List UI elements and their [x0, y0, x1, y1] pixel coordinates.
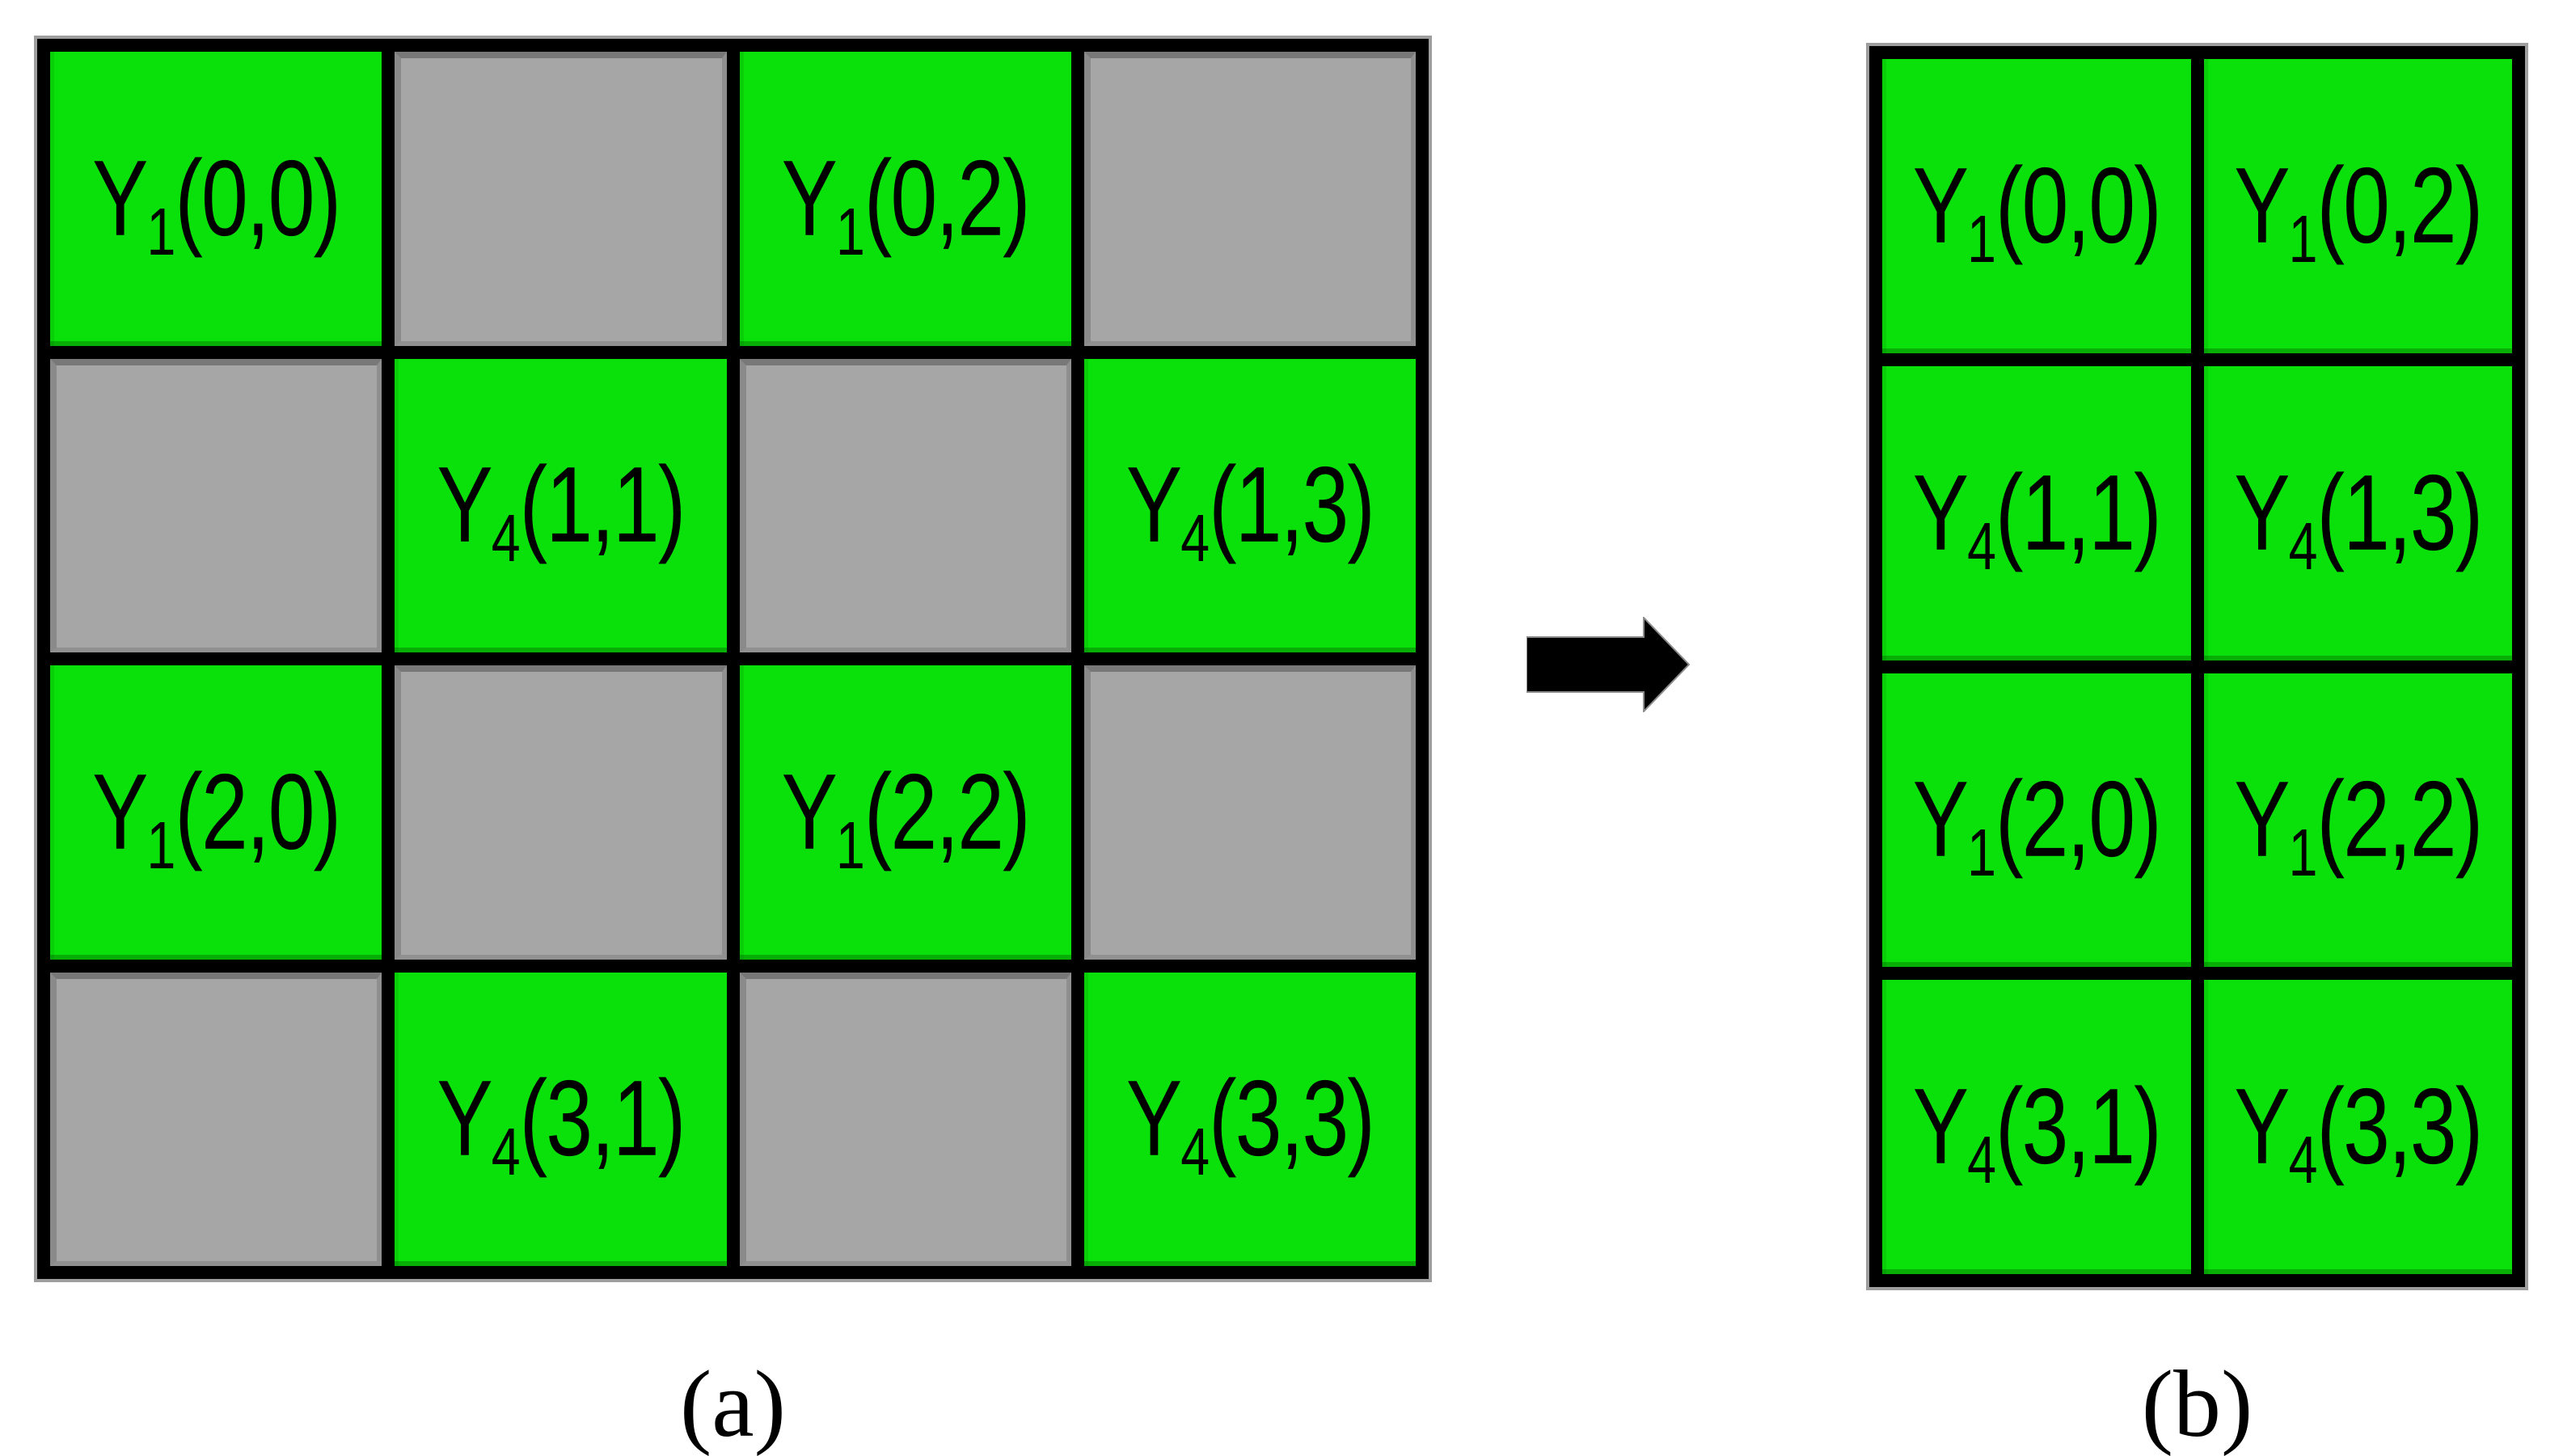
cell-label-subscript: 4: [491, 501, 521, 576]
cell-label-subscript: 4: [2288, 509, 2318, 585]
cell-label-subscript: 1: [1967, 202, 1996, 277]
panel-a-caption: (a): [680, 1351, 786, 1456]
right-arrow-icon: [1526, 617, 1690, 712]
cell-label-subscript: 1: [835, 808, 865, 884]
cell-label: Y1(2,0): [92, 752, 341, 884]
cell-label: Y1(2,0): [1912, 760, 2162, 891]
panel-a-cell-r3c0: [50, 972, 382, 1266]
cell-label-subscript: 1: [2288, 816, 2318, 891]
cell-label: Y4(1,1): [437, 445, 686, 576]
cell-label: Y1(0,0): [1912, 146, 2162, 277]
cell-label-subscript: 1: [146, 195, 175, 270]
cell-label: Y4(3,1): [1912, 1066, 2162, 1198]
panel-b-caption: (b): [2141, 1351, 2253, 1456]
cell-label: Y4(1,3): [1125, 445, 1375, 576]
panel-a-cell-r2c0: Y1(2,0): [50, 665, 382, 960]
panel-b-cell-r1c0: Y4(1,1): [1882, 365, 2191, 660]
panel-b-cell-r0c1: Y1(0,2): [2203, 59, 2512, 353]
cell-label-subscript: 1: [1967, 816, 1996, 891]
cell-label: Y4(3,3): [1125, 1059, 1375, 1190]
cell-label-subscript: 1: [2288, 202, 2318, 277]
panel-a-cell-r1c2: [739, 358, 1071, 652]
panel-b-cell-r3c0: Y4(3,1): [1882, 980, 2191, 1274]
panel-a-grid: Y1(0,0) Y1(0,2) Y4(1,1) Y4(1,3) Y1(2,0) Y1(2,…: [34, 36, 1432, 1282]
cell-label: Y1(0,2): [781, 138, 1031, 270]
panel-a-cell-r0c2: Y1(0,2): [739, 52, 1071, 346]
cell-label: Y1(0,0): [92, 138, 341, 270]
panel-a-cell-r1c3: Y4(1,3): [1083, 358, 1416, 652]
panel-b-cell-r2c0: Y1(2,0): [1882, 673, 2191, 968]
panel-a-cell-r3c3: Y4(3,3): [1083, 972, 1416, 1266]
cell-label: Y1(2,2): [2234, 760, 2483, 891]
cell-label-subscript: 4: [2288, 1123, 2318, 1198]
cell-label-subscript: 4: [1180, 1115, 1210, 1190]
panel-a-cell-r3c1: Y4(3,1): [395, 972, 727, 1266]
panel-b-cell-r0c0: Y1(0,0): [1882, 59, 2191, 353]
cell-label: Y4(3,3): [2234, 1066, 2483, 1198]
cell-label: Y1(2,2): [781, 752, 1031, 884]
panel-a-cell-r0c0: Y1(0,0): [50, 52, 382, 346]
panel-a-cell-r0c1: [395, 52, 727, 346]
panel-a-cell-r0c3: [1083, 52, 1416, 346]
cell-label-subscript: 4: [1967, 1123, 1996, 1198]
cell-label: Y1(0,2): [2234, 146, 2483, 277]
cell-label: Y4(1,1): [1912, 453, 2162, 585]
cell-label: Y4(1,3): [2234, 453, 2483, 585]
cell-label-subscript: 4: [1967, 509, 1996, 585]
panel-a-cell-r2c3: [1083, 665, 1416, 960]
panel-a-cell-r2c2: Y1(2,2): [739, 665, 1071, 960]
cell-label-subscript: 1: [146, 808, 175, 884]
panel-a-cell-r2c1: [395, 665, 727, 960]
panel-b-cell-r2c1: Y1(2,2): [2203, 673, 2512, 968]
cell-label-subscript: 1: [835, 195, 865, 270]
cell-label-subscript: 4: [491, 1115, 521, 1190]
panel-b-grid: Y1(0,0) Y1(0,2) Y4(1,1) Y4(1,3) Y1(2,0) Y1(2,…: [1866, 43, 2528, 1290]
panel-a-cell-r3c2: [739, 972, 1071, 1266]
panel-b-cell-r3c1: Y4(3,3): [2203, 980, 2512, 1274]
cell-label: Y4(3,1): [437, 1059, 686, 1190]
panel-a-cell-r1c0: [50, 358, 382, 652]
cell-label-subscript: 4: [1180, 501, 1210, 576]
panel-a-cell-r1c1: Y4(1,1): [395, 358, 727, 652]
panel-b-cell-r1c1: Y4(1,3): [2203, 365, 2512, 660]
